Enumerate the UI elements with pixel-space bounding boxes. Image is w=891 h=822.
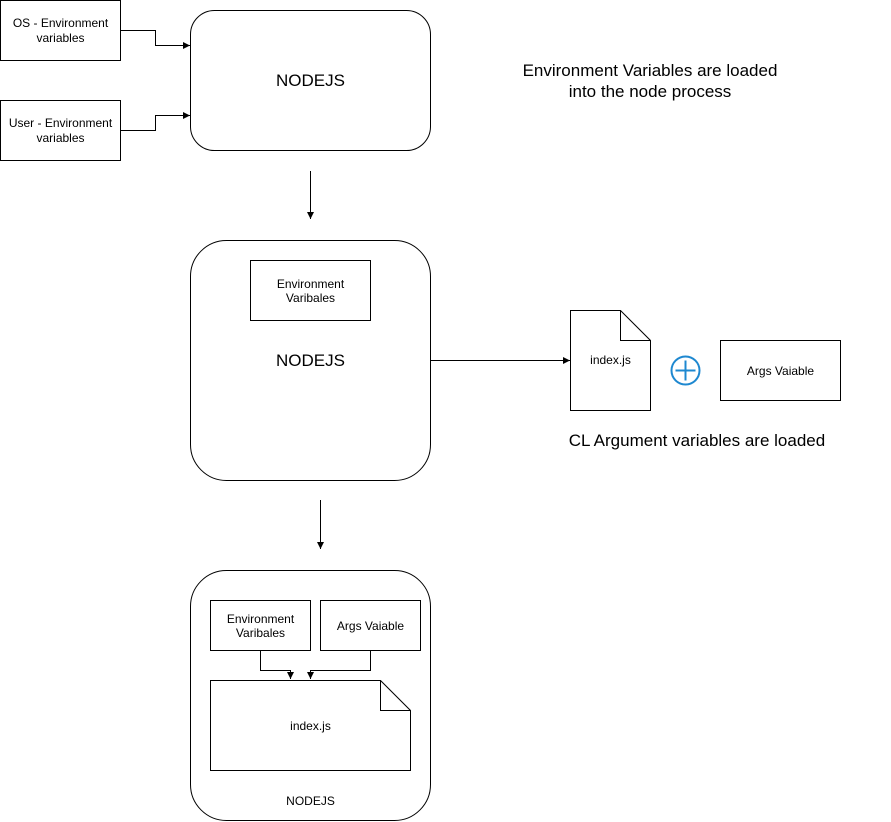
indexjs-file-icon-stage3: index.js [210, 680, 411, 771]
plus-circle-icon [670, 355, 701, 386]
nodejs-label-stage2: NODEJS [276, 351, 345, 370]
nodejs-box-stage3: Environment Varibales Args Vaiable index… [190, 570, 431, 821]
indexjs-label-stage2: index.js [590, 353, 631, 367]
os-env-label-line1: OS - Environment [13, 16, 109, 30]
env-vars-label-line2-stage3: Varibales [236, 626, 285, 640]
os-env-box: OS - Environment variables [0, 0, 121, 61]
env-vars-box-stage3: Environment Varibales [210, 600, 311, 651]
args-var-label-stage2: Args Vaiable [747, 364, 814, 378]
args-var-box-stage3: Args Vaiable [320, 600, 421, 651]
env-vars-label-line1-stage3: Environment [227, 612, 295, 626]
os-env-connector [120, 30, 190, 49]
caption-env-loaded-line2: into the node process [569, 82, 732, 101]
args-var-label-stage3: Args Vaiable [337, 619, 404, 633]
indexjs-file-icon: index.js [570, 310, 651, 411]
user-env-label-line1: User - Environment [9, 116, 113, 130]
args-var-box-stage2: Args Vaiable [720, 340, 841, 401]
os-env-label-line2: variables [36, 31, 84, 45]
user-env-connector [120, 112, 190, 131]
env-vars-box-stage2: Environment Varibales [250, 260, 371, 321]
user-env-label-line2: variables [36, 131, 84, 145]
nodejs-box-stage2: Environment Varibales NODEJS [190, 240, 431, 481]
nodejs-box-stage1: NODEJS [190, 10, 431, 151]
caption-env-loaded-line1: Environment Variables are loaded [523, 61, 778, 80]
user-env-box: User - Environment variables [0, 100, 121, 161]
env-vars-label-line2-stage2: Varibales [286, 291, 335, 305]
caption-cl-args-loaded: CL Argument variables are loaded [569, 431, 825, 450]
env-vars-label-line1-stage2: Environment [277, 277, 345, 291]
nodejs-label-stage1: NODEJS [276, 71, 345, 90]
indexjs-label-stage3: index.js [290, 719, 331, 733]
connector-env-to-indexjs [260, 650, 294, 679]
nodejs-label-stage3: NODEJS [286, 794, 335, 808]
connector-args-to-indexjs [307, 650, 371, 679]
